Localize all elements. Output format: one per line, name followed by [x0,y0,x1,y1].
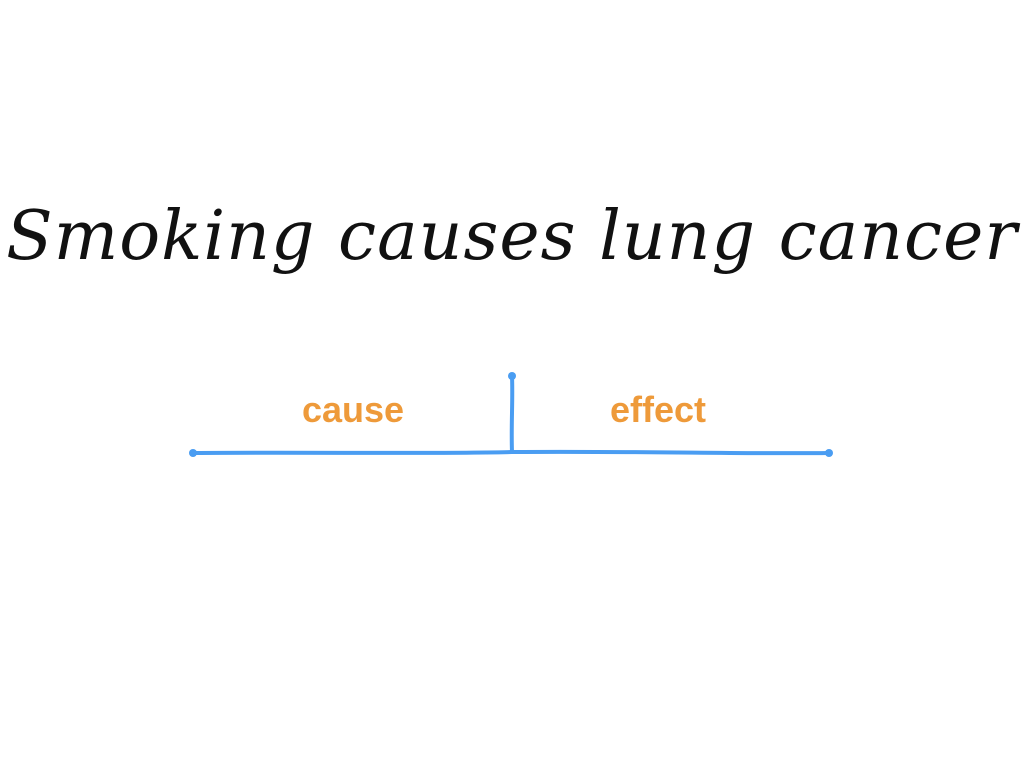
line-end-dot-left [189,449,197,457]
cause-label: cause [302,389,405,430]
t-chart-vertical-line [509,374,515,454]
effect-label: effect [610,389,707,430]
line-end-dot-right [825,449,833,457]
line-end-dot-top [508,372,516,380]
handwritten-title: Smoking causes lung cancer [6,197,1018,276]
